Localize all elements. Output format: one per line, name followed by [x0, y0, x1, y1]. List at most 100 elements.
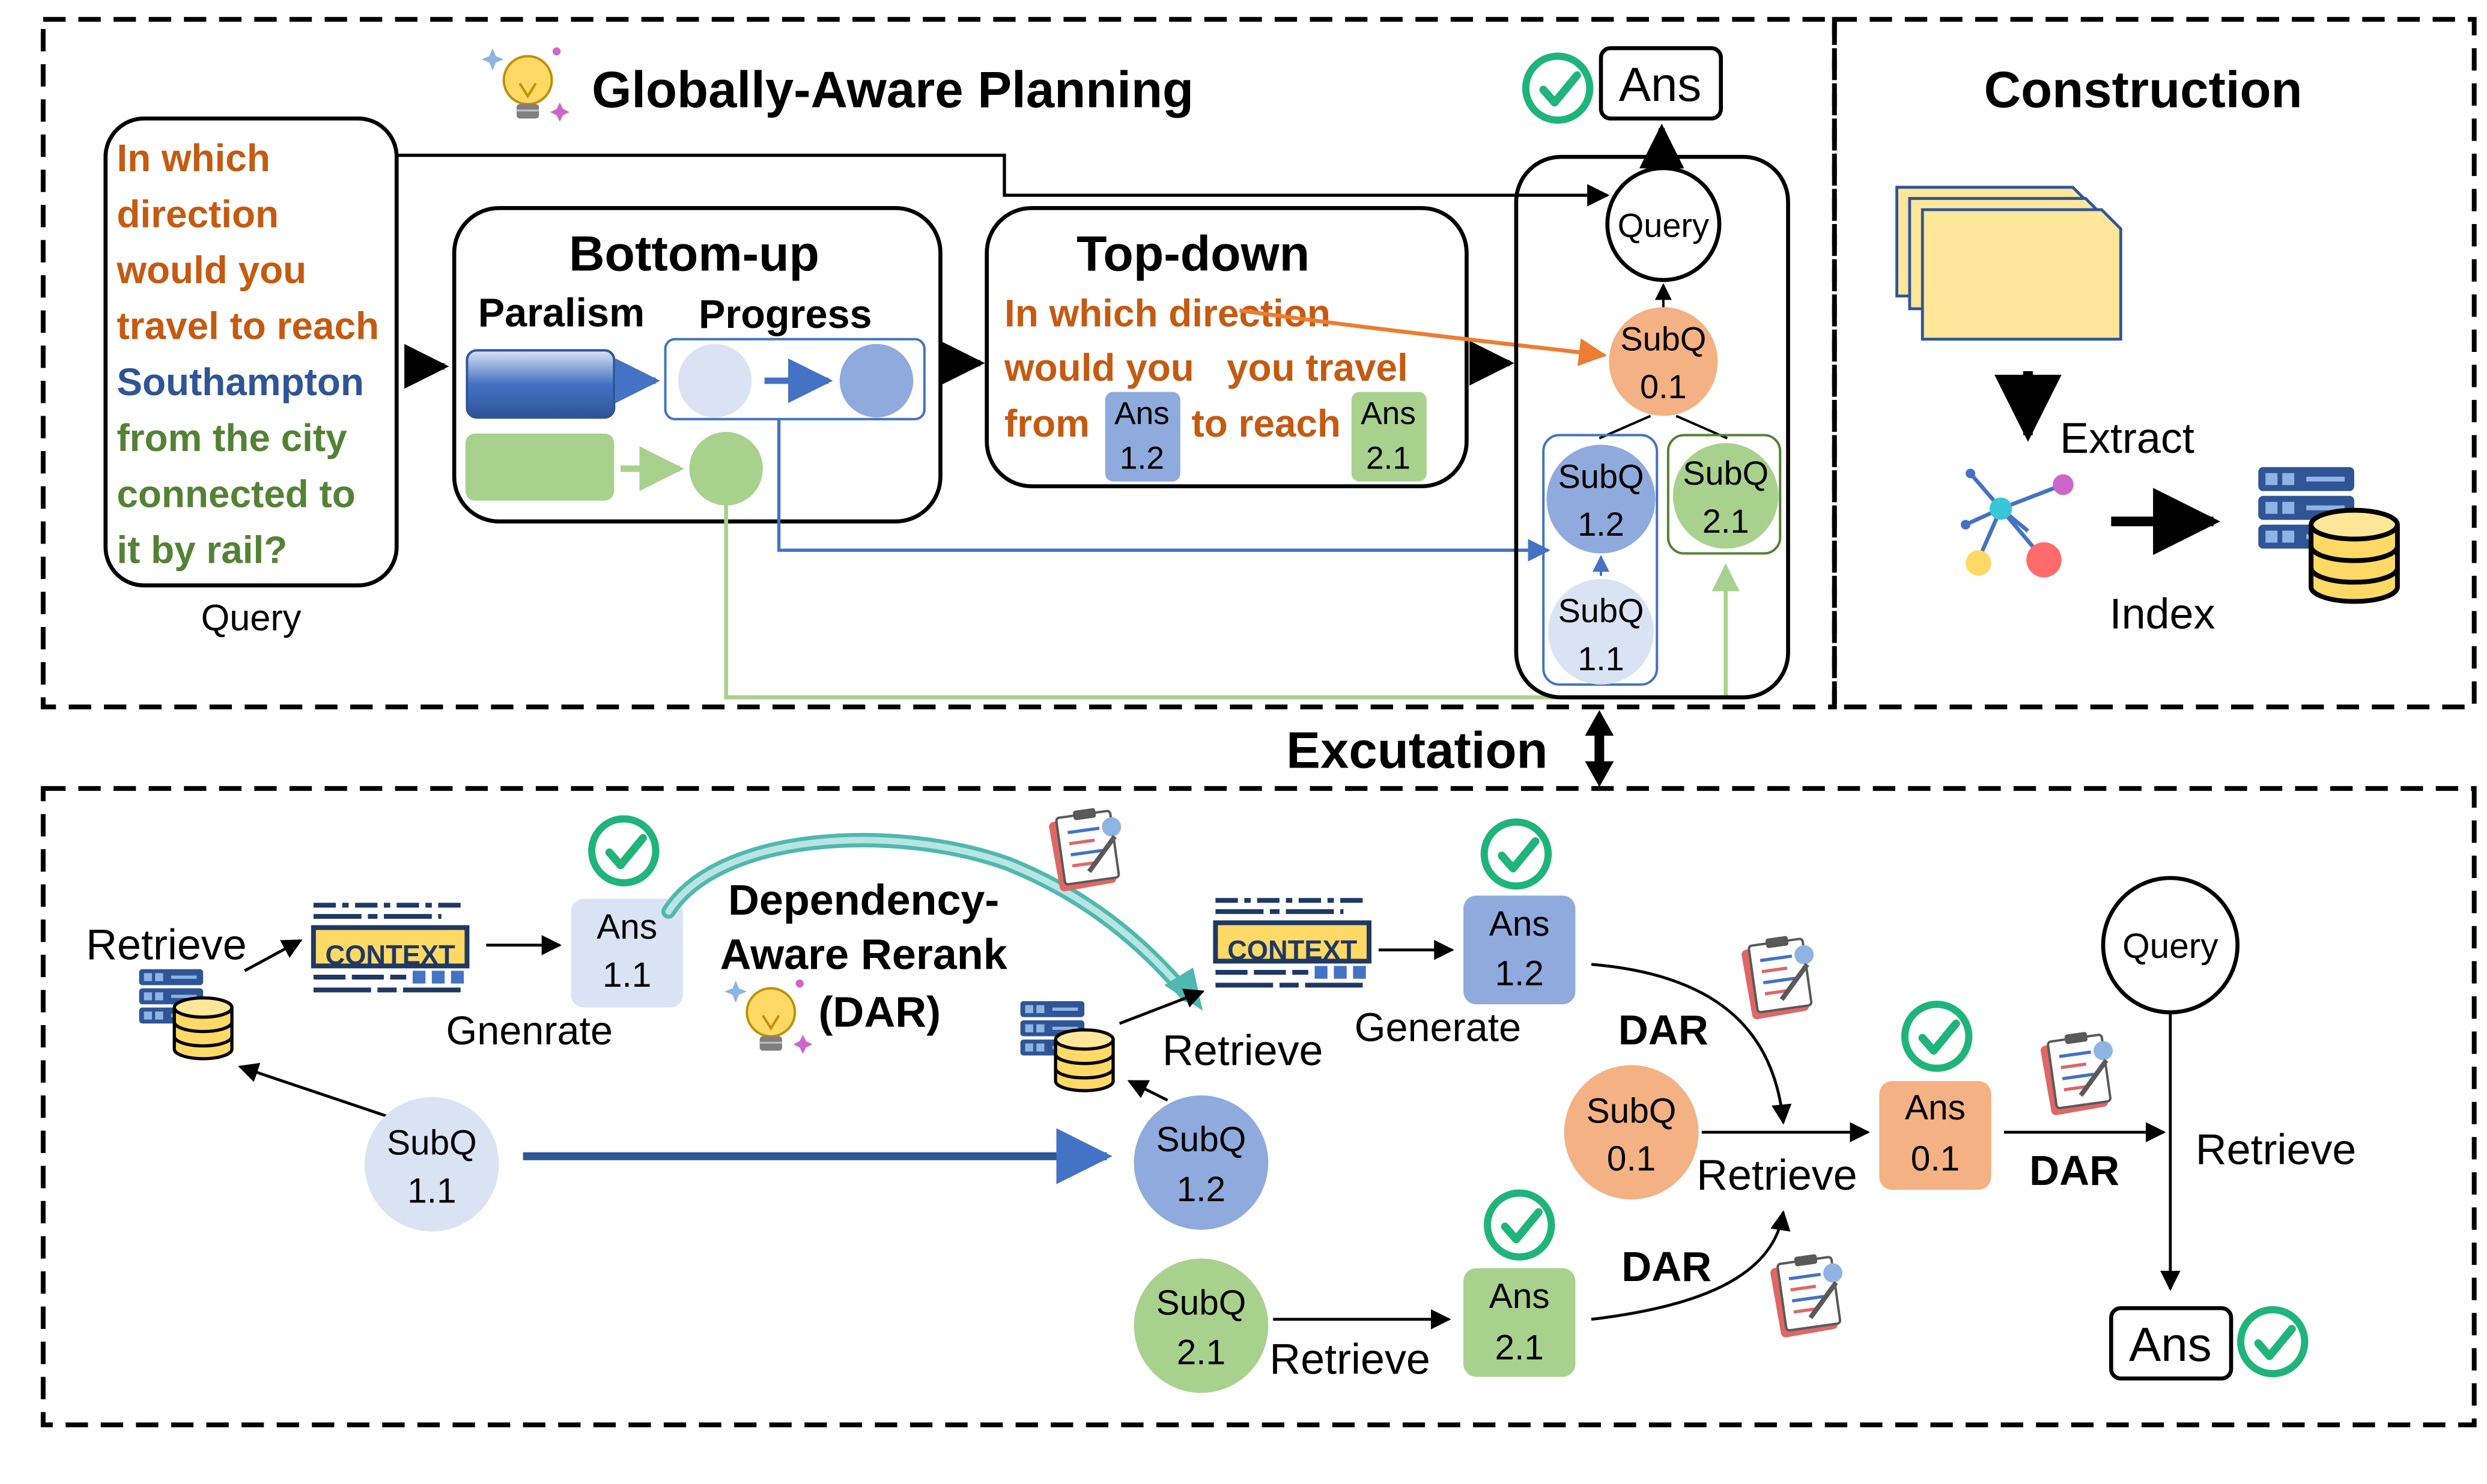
dar-title-1: Dependency- — [728, 876, 999, 924]
exec-retrieve-2: Retrieve — [1162, 1026, 1323, 1074]
query-line: from the city — [117, 416, 347, 459]
dar-label-upper: DAR — [1618, 1007, 1708, 1053]
exec-retrieve-1: Retrieve — [86, 921, 247, 969]
checklist-icon — [1770, 1254, 1842, 1338]
progress-node-dark — [839, 344, 914, 418]
exec-subq01-node — [1564, 1065, 1699, 1200]
tree-ans-box — [1599, 46, 1723, 121]
top-down-ans12-label: Ans — [1114, 396, 1170, 431]
top-down-ans12-num: 1.2 — [1120, 440, 1164, 476]
tree-subq12-num: 1.2 — [1578, 505, 1624, 543]
exec-ans12-label: Ans — [1489, 904, 1550, 943]
tree-subq21-node — [1672, 443, 1779, 549]
top-down-line2a: would you — [1004, 346, 1194, 389]
dar-curve-from-ans21 — [1591, 1210, 1791, 1321]
exec-ans21-num: 2.1 — [1495, 1328, 1544, 1367]
exec-generate: Generate — [1355, 1006, 1521, 1050]
query-line: it by rail? — [117, 528, 287, 571]
final-ans-box — [2109, 1306, 2233, 1381]
index-label: Index — [2110, 590, 2215, 638]
exec-ans11-label: Ans — [597, 907, 657, 946]
tree-blue-group — [1542, 434, 1659, 686]
exec-ans01-label: Ans — [1905, 1088, 1966, 1127]
tree-query-node — [1605, 166, 1722, 282]
exec-arrow-subq12-to-db2 — [1127, 1079, 1168, 1102]
database-icon — [1021, 1001, 1113, 1091]
exec-subq11-num: 1.1 — [407, 1171, 456, 1210]
green-link-to-subq21 — [724, 505, 1740, 700]
progress-group — [664, 338, 926, 420]
query-line: direction — [117, 192, 279, 235]
exec-subq12-num: 1.2 — [1177, 1170, 1225, 1209]
exec-arrow-subq11-to-db1 — [238, 1062, 398, 1121]
tree-subq12-node — [1546, 444, 1656, 554]
top-down-line2b: you travel — [1227, 346, 1408, 389]
exec-arrow-db2-to-ctx2 — [1119, 989, 1205, 1025]
construction-frame — [1832, 17, 2477, 710]
checklist-icon — [1048, 808, 1121, 892]
tree-subq21-label: SubQ — [1683, 454, 1769, 492]
exec-retrieve-4: Retrieve — [1696, 1151, 1857, 1199]
exec-ans21-label: Ans — [1489, 1277, 1550, 1316]
exec-query-node — [2101, 876, 2240, 1014]
tree-subq01-node — [1609, 307, 1718, 416]
query-to-tree-arrow — [396, 153, 1610, 207]
top-down-ans21-num: 2.1 — [1366, 440, 1411, 476]
exec-retrieve-5: Retrieve — [2196, 1126, 2357, 1174]
query-box — [103, 117, 399, 588]
database-icon — [2258, 467, 2397, 602]
exec-ans12-num: 1.2 — [1495, 954, 1544, 993]
exec-ans11-num: 1.1 — [603, 956, 651, 995]
query-line: In which — [117, 136, 270, 180]
exec-subq21-label: SubQ — [1156, 1283, 1247, 1322]
final-ans-label: Ans — [2129, 1318, 2212, 1371]
exec-query-label: Query — [2122, 927, 2218, 966]
top-down-title: Top-down — [1076, 226, 1310, 281]
planning-title: Globally-Aware Planning — [592, 62, 1194, 119]
exec-subq12-label: SubQ — [1156, 1120, 1247, 1159]
exec-ans01-box — [1879, 1081, 1991, 1190]
context-label-1: CONTEXT — [326, 940, 456, 971]
checklist-icon — [2040, 1032, 2113, 1116]
dar-title-3: (DAR) — [819, 989, 941, 1037]
database-icon — [139, 969, 232, 1059]
exec-retrieve-3: Retrieve — [1269, 1335, 1430, 1383]
dar-title-2: Aware Rerank — [720, 931, 1008, 979]
exec-subq01-label: SubQ — [1587, 1091, 1677, 1130]
check-icon — [2241, 1310, 2304, 1373]
check-icon — [1484, 822, 1548, 886]
tree-subq12-label: SubQ — [1558, 457, 1644, 495]
check-icon — [1487, 1193, 1551, 1256]
progress-node-light — [678, 344, 752, 418]
lightbulb-icon — [723, 978, 814, 1055]
exec-gnenrate: Gnenrate — [446, 1009, 613, 1053]
top-down-ans12-chip — [1105, 392, 1180, 482]
progress-label: Progress — [699, 292, 872, 337]
dar-label-lower: DAR — [1621, 1243, 1711, 1290]
check-icon — [1526, 56, 1590, 120]
execution-frame — [40, 786, 2477, 1428]
exec-subq21-node — [1134, 1258, 1269, 1393]
top-down-line3b: to reach — [1191, 402, 1340, 445]
graph-icon — [1961, 468, 2074, 578]
parallel-block-blue — [466, 349, 616, 419]
tree-green-group — [1666, 434, 1782, 555]
exec-subq21-num: 2.1 — [1177, 1333, 1225, 1372]
bottom-up-title: Bottom-up — [569, 226, 819, 281]
tree-ans-label: Ans — [1619, 58, 1702, 111]
tree-subq11-num: 1.1 — [1578, 640, 1624, 677]
query-line: would you — [116, 249, 306, 292]
tree-subq11-node — [1548, 579, 1654, 685]
query-line: Southampton — [117, 360, 364, 404]
execution-label: Excutation — [1286, 722, 1547, 779]
tree-subq01-label: SubQ — [1620, 320, 1706, 357]
construction-title: Construction — [1984, 62, 2303, 119]
check-icon — [1905, 1004, 1969, 1068]
checklist-icon — [1741, 936, 1814, 1020]
tree-subq21-num: 2.1 — [1702, 502, 1749, 540]
exec-arrow-db1-to-ctx1 — [244, 939, 303, 972]
top-down-ans21-label: Ans — [1361, 396, 1416, 431]
dar-label-final: DAR — [2029, 1147, 2119, 1194]
parallel-node-green — [689, 432, 763, 506]
